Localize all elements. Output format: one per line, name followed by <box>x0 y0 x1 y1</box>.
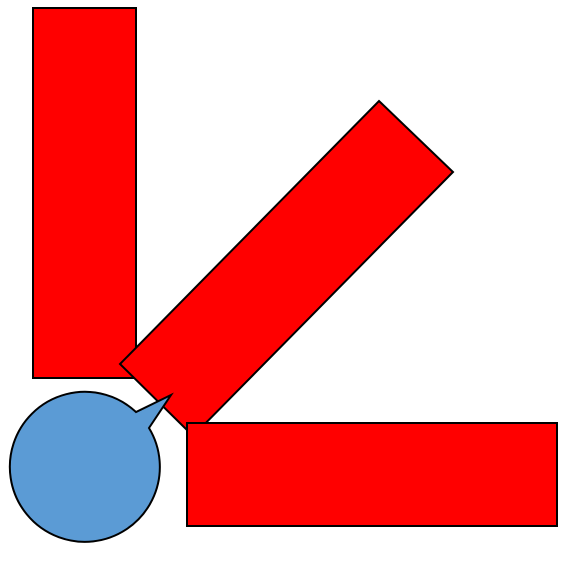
blue-speech-bubble <box>8 390 174 543</box>
horizontal-red-bar <box>186 422 558 527</box>
vertical-red-bar <box>32 7 137 379</box>
diagonal-red-bar <box>118 99 455 438</box>
